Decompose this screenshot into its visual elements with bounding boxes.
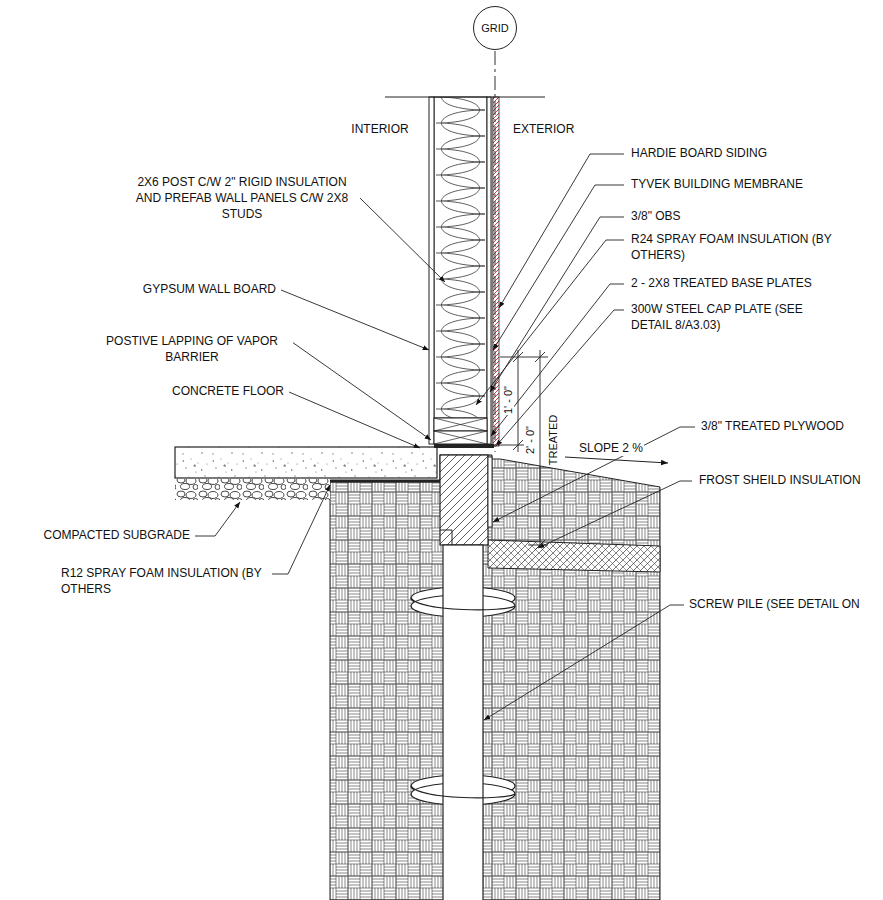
material-label: 3/8" OBS	[630, 208, 682, 224]
material-label: GYPSUM WALL BOARD	[142, 281, 277, 297]
material-label: TYVEK BUILDING MEMBRANE	[630, 176, 804, 192]
soil-hatch	[330, 455, 660, 900]
grid-label: GRID	[481, 22, 509, 35]
note-label: POSTIVE LAPPING OF VAPOR BARRIER	[91, 333, 293, 365]
material-label: 300W STEEL CAP PLATE (SEE DETAIL 8/A3.03…	[630, 301, 808, 333]
material-label: 2X6 POST C/W 2" RIGID INSULATION AND PRE…	[126, 174, 358, 222]
material-label: CONCRETE FLOOR	[171, 383, 285, 399]
material-label: FROST SHEILD INSULATION	[698, 472, 862, 488]
material-label: HARDIE BOARD SIDING	[630, 145, 768, 161]
material-label: 2 - 2X8 TREATED BASE PLATES	[630, 275, 813, 291]
material-label: R24 SPRAY FOAM INSULATION (BY OTHERS)	[630, 231, 845, 263]
wall-section	[385, 97, 545, 448]
dimension-text: 2' - 0"	[524, 425, 536, 455]
spray-foam-line	[330, 480, 440, 483]
side-label: INTERIOR	[350, 121, 409, 137]
material-label: R12 SPRAY FOAM INSULATION (BY OTHERS	[60, 565, 272, 597]
frost-shield	[488, 540, 660, 572]
concrete-slab	[175, 447, 437, 478]
dimension-text: TREATED	[547, 414, 559, 467]
side-label: EXTERIOR	[512, 121, 575, 137]
material-label: SCREW PILE (SEE DETAIL ON	[688, 596, 861, 612]
grid-bubble: GRID	[473, 6, 517, 50]
treated-plywood	[488, 457, 492, 527]
pile-cap	[440, 455, 488, 545]
pile-cap-step	[440, 530, 452, 545]
dimension-text: 1' - 0"	[502, 385, 514, 415]
leader-lines	[195, 154, 695, 720]
gravel	[175, 479, 330, 500]
slope-arrow	[565, 457, 668, 463]
grid-line	[495, 51, 496, 452]
material-label: COMPACTED SUBGRADE	[43, 527, 191, 543]
dimension-lines	[498, 350, 548, 550]
screw-pile	[411, 545, 515, 900]
material-label: 3/8" TREATED PLYWOOD	[700, 418, 845, 434]
slope-note: SLOPE 2 %	[578, 440, 644, 456]
